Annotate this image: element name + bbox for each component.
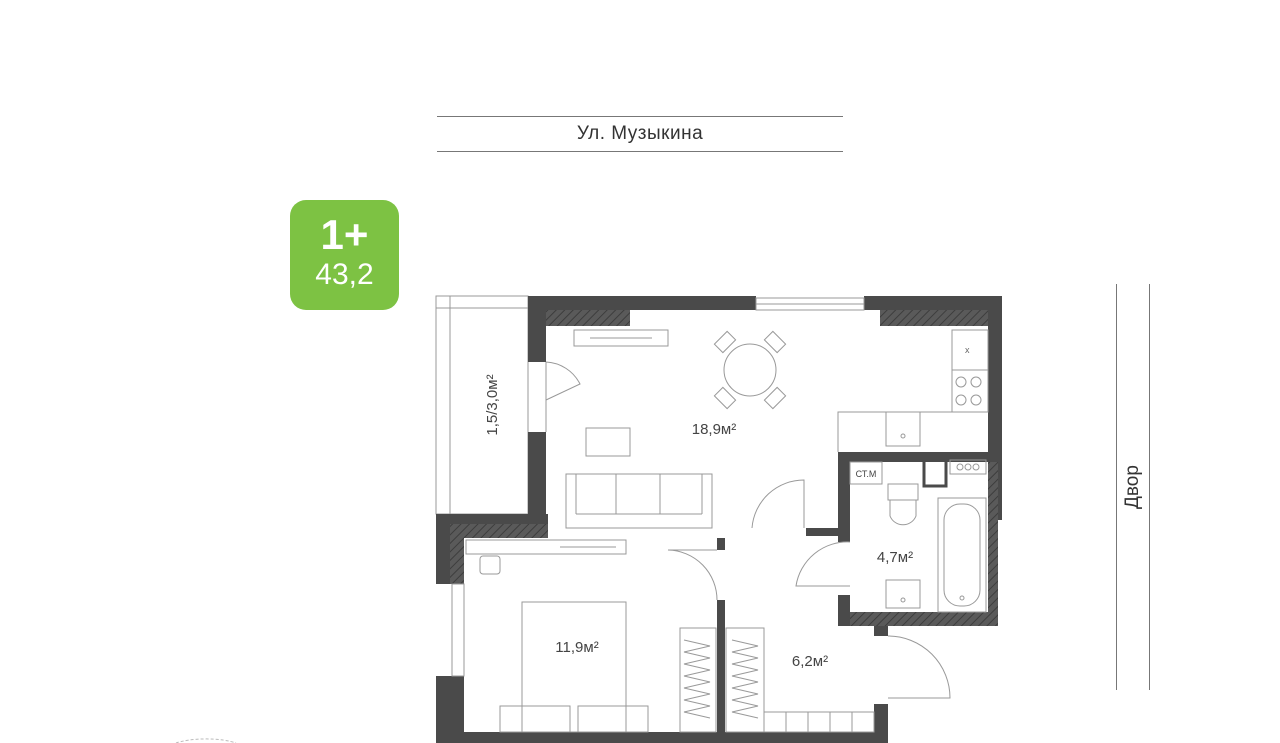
street-name: Ул. Музыкина (576, 123, 704, 144)
yard-line-right (1149, 284, 1150, 690)
living-furniture: x (565, 329, 989, 529)
apartment-badge: 1+ 43,2 (290, 200, 399, 310)
svg-text:x: x (965, 345, 970, 355)
bedroom-furniture (465, 539, 765, 733)
yard-line-left (1116, 284, 1117, 690)
yard-label: Двор (1116, 284, 1150, 690)
apartment-area: 43,2 (315, 258, 374, 291)
balcony (435, 295, 529, 515)
bathroom-fixtures (849, 459, 987, 613)
hall-area-label: 6,2м² (792, 653, 828, 670)
walls (436, 296, 1002, 743)
street-label: Ул. Музыкина (437, 116, 843, 152)
bedroom-area-label: 11,9м² (555, 639, 598, 656)
bathroom-area-label: 4,7м² (877, 549, 913, 566)
living-room-area-label: 18,9м² (692, 421, 737, 438)
doors (545, 361, 951, 699)
apartment-type: 1+ (320, 211, 369, 258)
compass-arc (175, 738, 237, 743)
windows (451, 297, 875, 733)
washer-label: СТ.М (856, 469, 877, 479)
balcony-area-label: 1,5/3,0м² (484, 374, 501, 435)
